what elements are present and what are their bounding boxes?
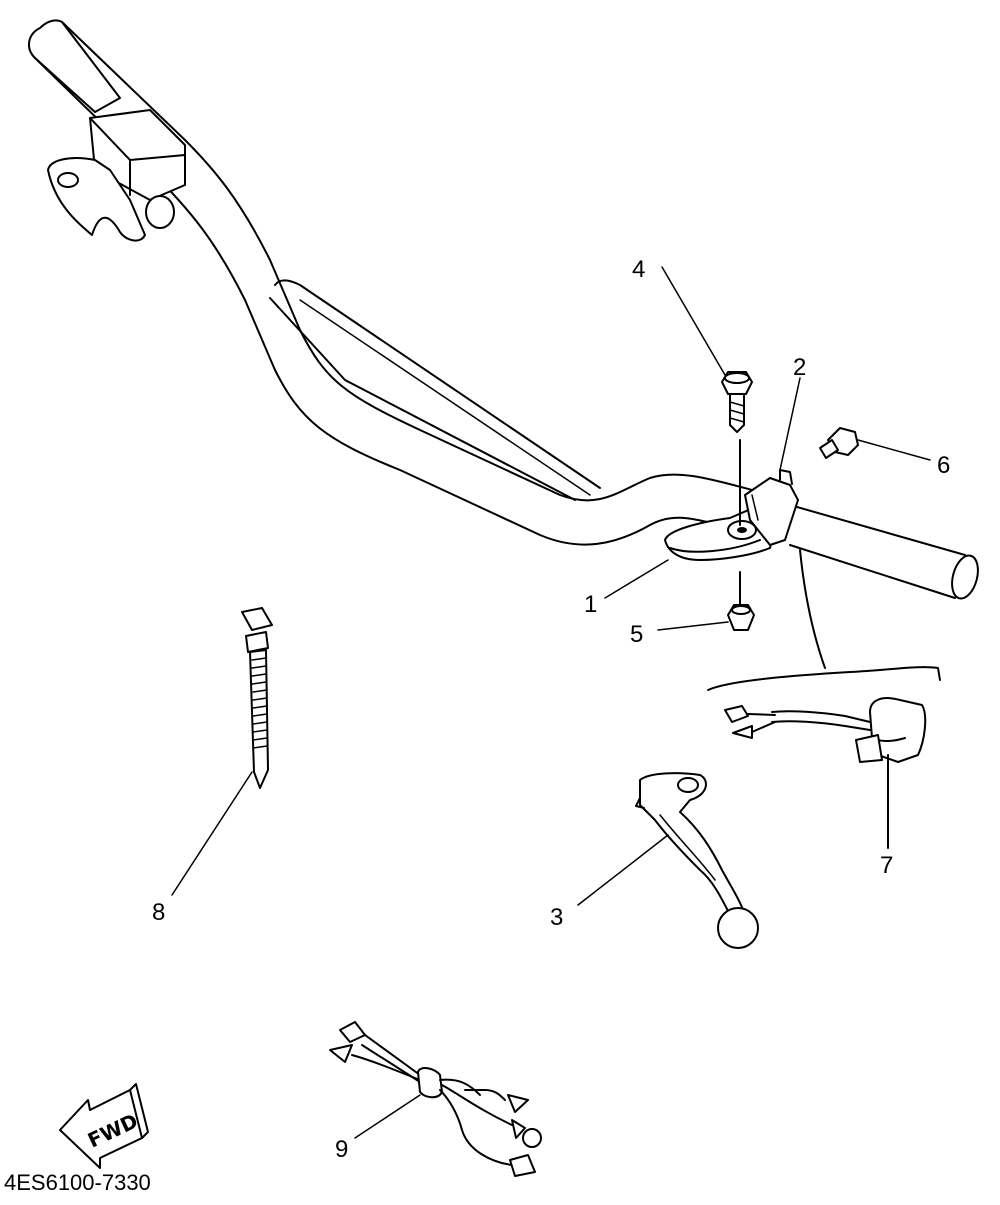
callout-5: 5 bbox=[630, 621, 643, 648]
leader-3 bbox=[577, 834, 669, 906]
fwd-arrow: FWD bbox=[59, 1083, 149, 1169]
callout-9: 9 bbox=[335, 1136, 348, 1163]
leader-8 bbox=[171, 771, 253, 896]
leader-6 bbox=[857, 439, 931, 461]
handlebar bbox=[28, 19, 979, 600]
lever-holder bbox=[664, 469, 799, 561]
leader-2 bbox=[779, 377, 801, 471]
drawing-code: 4ES6100-7330 bbox=[4, 1170, 151, 1195]
wire-harness bbox=[329, 1021, 542, 1177]
leader-lines bbox=[171, 266, 931, 1139]
callout-7: 7 bbox=[880, 852, 893, 879]
clutch-switch bbox=[707, 549, 941, 849]
callout-4: 4 bbox=[632, 256, 645, 283]
nut bbox=[727, 571, 755, 631]
leader-9 bbox=[354, 1094, 421, 1139]
cable-tie bbox=[241, 607, 273, 789]
leader-5 bbox=[657, 621, 729, 631]
clutch-lever bbox=[635, 772, 759, 949]
callout-1: 1 bbox=[584, 591, 597, 618]
callout-6: 6 bbox=[937, 452, 950, 479]
leader-4 bbox=[661, 266, 726, 376]
callout-2: 2 bbox=[793, 354, 806, 381]
leader-1 bbox=[604, 559, 669, 599]
screw bbox=[819, 427, 859, 459]
callout-8: 8 bbox=[152, 899, 165, 926]
bolt bbox=[721, 371, 753, 526]
callout-3: 3 bbox=[550, 904, 563, 931]
